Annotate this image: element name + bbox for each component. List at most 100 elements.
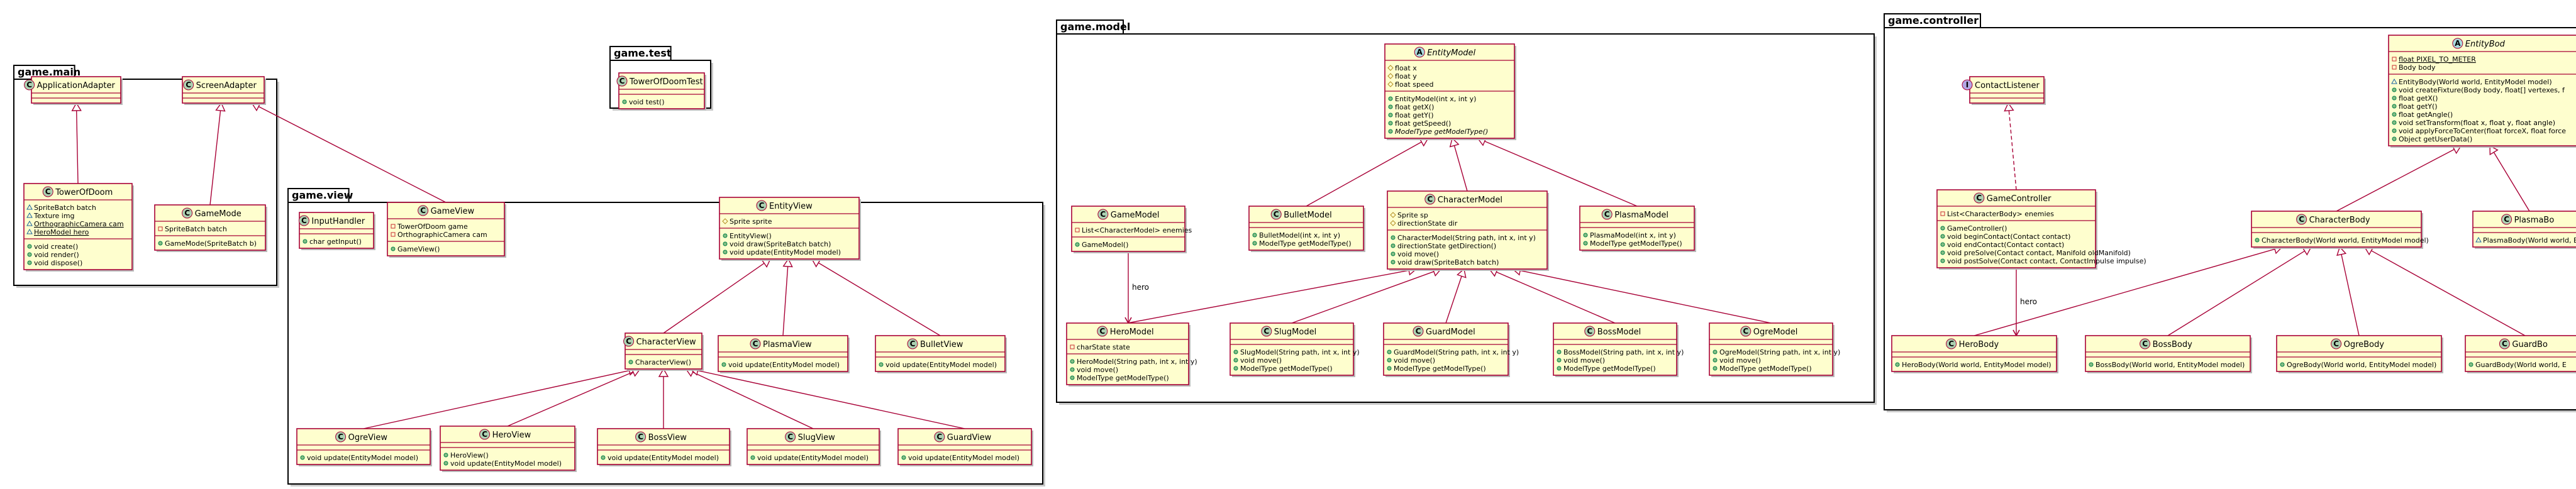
class-method: void setTransform(float x, float y, floa… xyxy=(2399,119,2555,127)
class-method: void endContact(Contact contact) xyxy=(1947,241,2064,249)
class-method: void update(EntityModel model) xyxy=(307,454,418,462)
public-marker xyxy=(1557,366,1562,371)
class-kind-circle xyxy=(298,215,309,226)
class-icon: C xyxy=(785,431,796,442)
class-box xyxy=(618,72,705,109)
class-method: void update(EntityModel model) xyxy=(730,248,841,256)
class-kind-letter: C xyxy=(186,80,191,89)
class-box xyxy=(182,76,265,104)
class-kind-circle xyxy=(2331,338,2342,349)
class-icon: C xyxy=(1097,326,1108,337)
class-method: void move() xyxy=(1394,356,1435,365)
class-kind-letter: C xyxy=(619,77,625,85)
class-method: void move() xyxy=(1719,356,1761,365)
public-marker xyxy=(443,453,448,458)
class-name: CharacterBody xyxy=(2309,216,2370,225)
package-marker xyxy=(2391,78,2397,84)
class-attribute: float PIXEL_TO_METER xyxy=(2399,55,2476,63)
class-box xyxy=(2085,335,2251,372)
class-kind-letter: C xyxy=(1604,210,1610,219)
public-marker xyxy=(1940,226,1945,231)
class-kind-letter: C xyxy=(482,430,487,439)
class-name: GuardBo xyxy=(2512,340,2548,349)
class-kind-circle xyxy=(335,431,347,442)
class-kind-circle xyxy=(2501,214,2512,225)
class-method: void beginContact(Contact contact) xyxy=(1947,233,2070,241)
class-name: GameModel xyxy=(1111,211,1160,220)
public-marker xyxy=(1388,104,1393,109)
class-name: BulletView xyxy=(920,340,963,349)
class-box xyxy=(154,204,266,251)
class-method: void update(EntityModel model) xyxy=(757,454,869,462)
public-marker xyxy=(2392,128,2397,133)
class-method: void create() xyxy=(34,243,78,251)
class-method: void draw(SpriteBatch batch) xyxy=(730,240,831,248)
public-marker xyxy=(721,362,726,367)
public-marker xyxy=(1583,233,1588,238)
class-box xyxy=(1071,206,1185,252)
package-name: game.view xyxy=(292,189,353,201)
class-name: EntityView xyxy=(769,202,813,211)
class-name: GuardView xyxy=(947,433,992,442)
class-kind-circle xyxy=(756,200,767,211)
inheritance-line xyxy=(507,371,634,427)
class-method: CharacterModel(String path, int x, int y… xyxy=(1397,234,1536,242)
class-attribute: directionState dir xyxy=(1397,219,1458,228)
class-method: void move() xyxy=(1077,366,1118,374)
public-marker xyxy=(1388,121,1393,126)
class-attribute: SpriteBatch batch xyxy=(165,225,227,233)
class-box xyxy=(597,428,730,465)
public-marker xyxy=(1940,234,1945,239)
public-marker xyxy=(750,455,755,460)
class-kind-letter: C xyxy=(1427,195,1433,204)
package-name: game.test xyxy=(614,47,672,59)
class-method: OgreBody(World world, EntityModel model) xyxy=(2287,361,2436,369)
class-kind-letter: C xyxy=(753,339,758,348)
abstract-class-icon: A xyxy=(2452,38,2463,49)
class-attribute: Body body xyxy=(2399,63,2436,72)
class-kind-letter: C xyxy=(1100,210,1106,219)
class-kind-circle xyxy=(1424,194,1436,205)
class-method: float getAngle() xyxy=(2399,111,2453,119)
class-name: BossBody xyxy=(2153,340,2193,349)
class-attribute: Texture img xyxy=(33,212,75,220)
public-marker xyxy=(2255,238,2260,243)
class-box xyxy=(1248,206,1364,251)
realization-arrowhead xyxy=(2004,102,2014,112)
